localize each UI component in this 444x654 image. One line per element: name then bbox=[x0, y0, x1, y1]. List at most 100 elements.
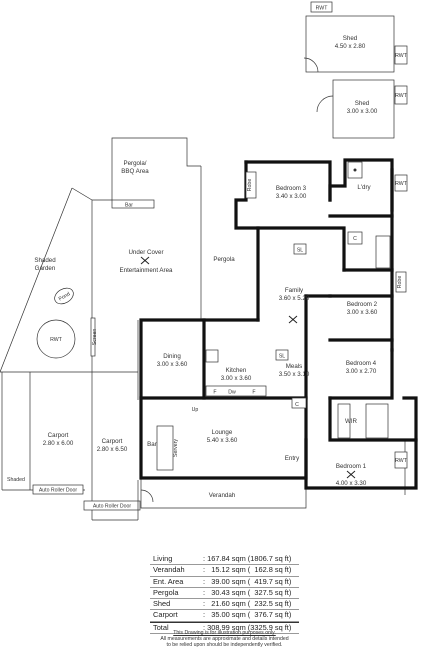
undercover-name-1: Under Cover bbox=[128, 249, 163, 256]
cupboard-label: C bbox=[353, 236, 357, 242]
area-name: Carport bbox=[153, 610, 178, 620]
carport-1-size: 2.80 x 6.00 bbox=[43, 440, 74, 447]
undercover-area: Under Cover Entertainment Area bbox=[120, 249, 174, 274]
servery-label: Servery bbox=[173, 439, 179, 457]
auto-roller-door-2: Auto Roller Door bbox=[93, 504, 132, 510]
area-row: Carport : 35.00 sqm ( 376.7 sq ft) bbox=[150, 610, 299, 622]
entry-name: Entry bbox=[285, 455, 300, 462]
pergola-bbq-name-1: Pergola/ bbox=[123, 160, 146, 167]
cupboard-label-2: C bbox=[295, 402, 299, 408]
family-name: Family bbox=[285, 287, 304, 294]
shaded-label: Shaded bbox=[7, 477, 25, 483]
lounge-name: Lounge bbox=[212, 429, 233, 436]
pergola-area: Pergola bbox=[213, 256, 235, 263]
area-row-total: Total : 308.99 sqm (3325.9 sq ft) bbox=[150, 621, 299, 635]
robe-label-2: Robe bbox=[397, 276, 403, 289]
area-value: : 39.00 sqm ( 419.7 sq ft) bbox=[203, 576, 292, 586]
disclaimer-line-1: This Drawing is for illustration purpose… bbox=[173, 630, 276, 636]
outdoor-areas bbox=[0, 166, 406, 521]
rwt-label: RWT bbox=[395, 181, 408, 187]
area-value: : 15.12 sqm ( 162.8 sq ft) bbox=[203, 565, 292, 575]
shed-2-name: Shed bbox=[355, 100, 370, 107]
wir-name: WIR bbox=[345, 418, 358, 425]
undercover-name-2: Entertainment Area bbox=[120, 267, 174, 274]
bar-name: Bar bbox=[147, 441, 157, 448]
shaded-garden-name-1: Shaded bbox=[34, 257, 56, 264]
bedroom3-size: 3.40 x 3.00 bbox=[276, 193, 307, 200]
bedroom1-size: 4.00 x 3.30 bbox=[336, 480, 367, 487]
dining-name: Dining bbox=[163, 353, 181, 360]
meals-size: 3.50 x 3.10 bbox=[279, 371, 310, 378]
area-row: Ent. Area : 39.00 sqm ( 419.7 sq ft) bbox=[150, 577, 299, 588]
disclaimer-line-3: to be relied upon should be independentl… bbox=[166, 642, 283, 649]
house-walls bbox=[139, 158, 418, 490]
fridge-label-2: F bbox=[252, 390, 255, 396]
area-value: : 21.60 sqm ( 232.5 sq ft) bbox=[203, 599, 292, 609]
sl-label: SL bbox=[297, 248, 303, 254]
rwt-label: RWT bbox=[395, 53, 408, 59]
disclaimer: This Drawing is for illustration purpose… bbox=[150, 630, 299, 649]
screen-label: Screen bbox=[92, 329, 98, 346]
carport-2: Carport 2.80 x 6.50 Auto Roller Door bbox=[93, 438, 132, 510]
interior-fixtures: Robe C RWT Robe RWT C F Dw F SL SL Up Ba… bbox=[147, 161, 408, 471]
area-row: Pergola : 30.43 sqm ( 327.5 sq ft) bbox=[150, 587, 299, 600]
lounge-size: 5.40 x 3.60 bbox=[207, 437, 238, 444]
shed-1-name: Shed bbox=[343, 35, 358, 42]
shed-1: RWT Shed 4.50 x 2.80 bbox=[303, 15, 408, 73]
disclaimer-line-2: All measurements are approximate and det… bbox=[160, 636, 289, 643]
sl-label-2: SL bbox=[279, 354, 285, 360]
bedroom4-size: 3.00 x 2.70 bbox=[346, 368, 377, 375]
shaded-garden: Shaded Garden Pond RWT Screen bbox=[34, 257, 98, 359]
kitchen-size: 3.00 x 3.60 bbox=[221, 375, 252, 382]
area-value: : 35.00 sqm ( 376.7 sq ft) bbox=[203, 610, 292, 620]
pond-label: Pond bbox=[58, 291, 72, 302]
rwt-label: RWT bbox=[316, 6, 329, 12]
area-name: Ent. Area bbox=[153, 576, 184, 586]
robe-label: Robe bbox=[247, 179, 253, 192]
rwt-label: RWT bbox=[395, 458, 408, 464]
area-row: Shed : 21.60 sqm ( 232.5 sq ft) bbox=[150, 599, 299, 611]
pergola-name: Pergola bbox=[213, 256, 235, 263]
shed-2-size: 3.00 x 3.00 bbox=[347, 108, 378, 115]
bedroom3-name: Bedroom 3 bbox=[276, 185, 307, 192]
carport-1: Carport 2.80 x 6.00 Shaded Auto Roller D… bbox=[7, 432, 77, 494]
bedroom2-name: Bedroom 2 bbox=[347, 301, 378, 308]
area-name: Living bbox=[153, 554, 173, 563]
dishwasher-label: Dw bbox=[228, 390, 236, 396]
shed-rwt-tank: RWT bbox=[310, 1, 333, 13]
meals-name: Meals bbox=[286, 363, 303, 370]
pergola-bbq-area: Pergola/ BBQ Area Bar bbox=[111, 137, 201, 209]
bedroom2-size: 3.00 x 3.60 bbox=[347, 309, 378, 316]
area-name: Total bbox=[153, 622, 169, 632]
carport-1-name: Carport bbox=[48, 432, 69, 439]
family-size: 3.60 x 5.20 bbox=[279, 295, 310, 302]
rwt-label: RWT bbox=[395, 93, 408, 99]
area-value: : 30.43 sqm ( 327.5 sq ft) bbox=[203, 587, 292, 597]
shaded-garden-name-2: Garden bbox=[35, 265, 56, 272]
auto-roller-door-1: Auto Roller Door bbox=[39, 488, 78, 494]
room-labels: Bedroom 3 3.40 x 3.00 L'dry Family 3.60 … bbox=[157, 184, 378, 499]
bedroom1-name: Bedroom 1 bbox=[336, 463, 367, 470]
area-value: : 308.99 sqm (3325.9 sq ft) bbox=[203, 622, 292, 632]
shed-1-size: 4.50 x 2.80 bbox=[335, 43, 366, 50]
area-row: Living : 167.84 sqm (1806.7 sq ft) bbox=[150, 554, 299, 566]
carport-2-size: 2.80 x 6.50 bbox=[97, 446, 128, 453]
area-name: Verandah bbox=[153, 565, 185, 575]
dining-size: 3.00 x 3.60 bbox=[157, 361, 188, 368]
fridge-label: F bbox=[213, 390, 216, 396]
verandah-name: Verandah bbox=[209, 492, 236, 499]
area-name: Pergola bbox=[153, 587, 179, 597]
rwt-label: RWT bbox=[50, 337, 63, 343]
up-label: Up bbox=[192, 407, 199, 413]
area-schedule: Living : 167.84 sqm (1806.7 sq ft) Veranda… bbox=[150, 554, 299, 635]
bedroom4-name: Bedroom 4 bbox=[346, 360, 377, 367]
area-name: Shed bbox=[153, 599, 171, 609]
area-row: Verandah : 15.12 sqm ( 162.8 sq ft) bbox=[150, 565, 299, 577]
kitchen-name: Kitchen bbox=[226, 367, 247, 374]
pergola-bbq-name-2: BBQ Area bbox=[121, 168, 149, 175]
ldry-name: L'dry bbox=[357, 184, 371, 191]
area-value: : 167.84 sqm (1806.7 sq ft) bbox=[203, 554, 292, 563]
bar-label: Bar bbox=[125, 203, 133, 209]
carport-2-name: Carport bbox=[102, 438, 123, 445]
